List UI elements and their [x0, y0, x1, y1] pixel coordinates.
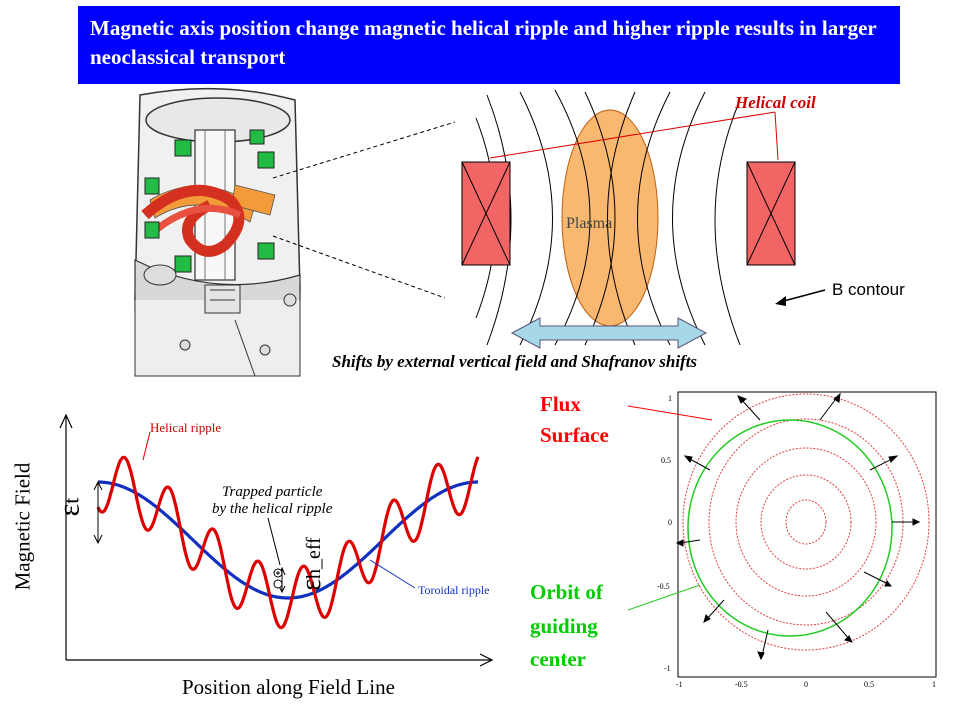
left-coil — [461, 161, 511, 266]
trapped-particle-label-line2: by the helical ripple — [212, 501, 333, 517]
b-contour-label: B contour — [832, 280, 905, 299]
right-coil — [746, 161, 796, 266]
flux-surface-label-line2: Surface — [540, 423, 609, 447]
orbit-label-line3: center — [530, 647, 586, 671]
epsilon-t-label: εt — [52, 498, 86, 517]
flux-ytick: 0 — [668, 518, 672, 527]
flux-xtick: -0.5 — [735, 680, 748, 689]
magnetic-field-axis-label: Magnetic Field — [10, 462, 35, 591]
flux-ytick: -0.5 — [657, 582, 670, 591]
helical-ripple-label: Helical ripple — [150, 420, 222, 435]
epsilon-h-eff-subscript: h_eff — [302, 537, 325, 580]
shift-double-arrow — [510, 317, 708, 349]
flux-xtick: 0.5 — [864, 680, 874, 689]
flux-ytick: 1 — [668, 394, 672, 403]
epsilon-t-symbol: ε — [52, 503, 86, 517]
epsilon-h-eff-symbol: ε — [295, 579, 327, 591]
flux-ytick: -1 — [664, 664, 671, 673]
trapped-particle-symbol — [273, 579, 283, 589]
epsilon-t-subscript: t — [58, 497, 84, 504]
trapped-particle-symbol — [273, 568, 283, 578]
shift-caption: Shifts by external vertical field and Sh… — [332, 352, 698, 371]
plasma-label: Plasma — [566, 215, 613, 232]
guiding-center-orbit — [687, 419, 893, 637]
flux-xtick: 0 — [804, 680, 808, 689]
orbit-label-line1: Orbit of — [530, 580, 603, 604]
flux-xtick: 1 — [932, 680, 936, 689]
flux-ytick: 0.5 — [661, 456, 671, 465]
position-axis-label: Position along Field Line — [182, 675, 395, 699]
helical-ripple-curve — [96, 455, 480, 630]
epsilon-h-eff-label: εh_eff — [296, 537, 328, 591]
flux-xtick: -1 — [676, 680, 683, 689]
toroidal-ripple-label: Toroidal ripple — [418, 583, 490, 597]
slide-title: Magnetic axis position change magnetic h… — [78, 6, 900, 84]
flux-surface-label-line1: Flux — [540, 392, 581, 416]
orbit-label-line2: guiding — [530, 614, 598, 638]
helical-coil-label: Helical coil — [735, 93, 816, 112]
trapped-particle-label-line1: Trapped particle — [222, 484, 323, 500]
